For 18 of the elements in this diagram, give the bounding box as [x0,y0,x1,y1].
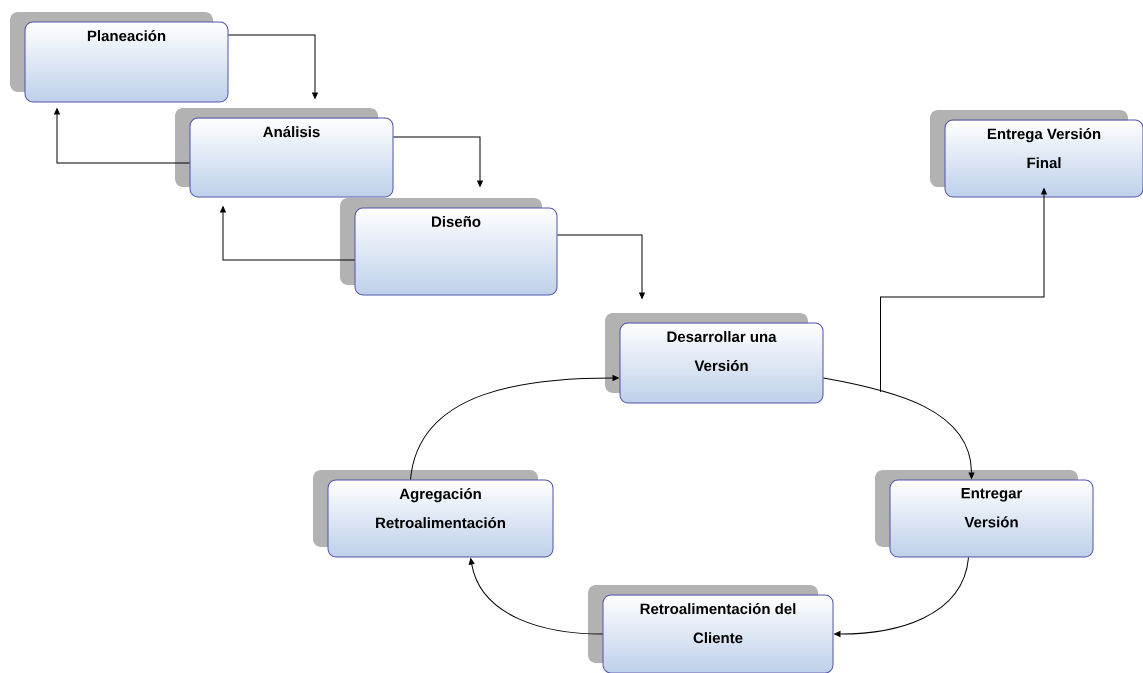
arrow [54,108,190,164]
process-box: Agregación Retroalimentación [313,470,554,558]
arrow [468,558,603,635]
arrow [393,136,483,187]
process-box: Retroalimentación del Cliente [588,585,834,673]
arrow [220,206,355,261]
arrow [834,557,969,637]
process-box: Entregar Versión [875,470,1094,558]
arrow [823,377,975,479]
arrow [557,234,645,299]
arrow [880,188,1047,393]
arrow [410,375,619,480]
process-box: Análisis [175,108,394,198]
process-box: Entrega Versión Final [930,110,1143,198]
process-box: Planeación [10,12,229,103]
arrow [228,34,318,99]
process-box: Desarrollar una Versión [605,313,824,404]
process-box: Diseño [340,198,558,296]
